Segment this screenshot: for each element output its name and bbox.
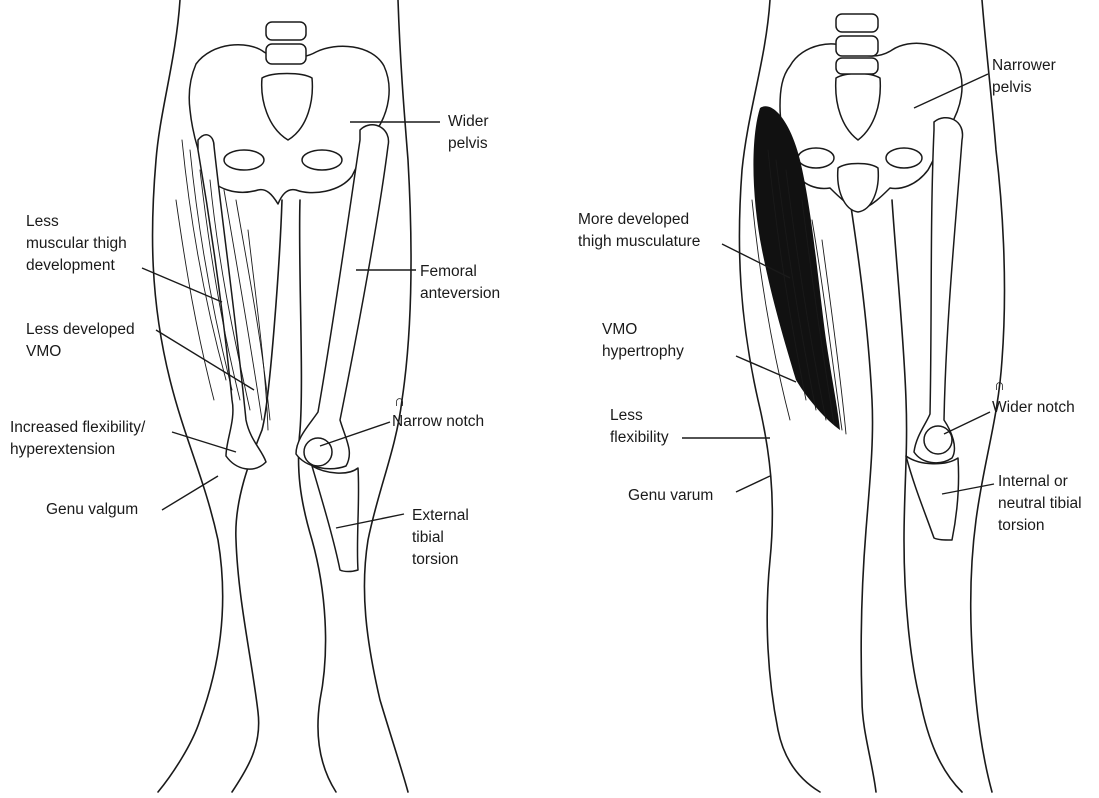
label-wider-pelvis-2: pelvis [448,135,488,152]
female-obturator-right [302,150,342,170]
notch-symbol-left: ∩ [394,393,405,410]
male-obturator-left [798,148,834,168]
label-vmo-hypertrophy-1: VMO [602,321,637,338]
label-femoral-anteversion-1: Femoral [420,263,477,280]
female-obturator-left [224,150,264,170]
leader-genu-varum [736,476,770,492]
label-genu-varum: Genu varum [628,487,713,504]
leader-vmo-hypertrophy [736,356,796,382]
female-patella [304,438,332,466]
male-pubis [838,164,879,213]
male-vertebra-1 [836,14,878,32]
female-figure [153,0,412,792]
label-internal-tibial-torsion-1: Internal or [998,473,1068,490]
label-external-tibial-torsion-2: tibial [412,529,444,546]
label-less-developed-vmo-2: VMO [26,343,61,360]
label-vmo-hypertrophy-2: hypertrophy [602,343,684,360]
label-more-developed-thigh-2: thigh musculature [578,233,700,250]
leader-wider-notch [944,412,990,434]
label-external-tibial-torsion-1: External [412,507,469,524]
female-vertebra-2 [266,44,306,64]
label-increased-flexibility-1: Increased flexibility/ [10,419,146,436]
male-right-tibia [906,456,959,540]
label-genu-valgum: Genu valgum [46,501,138,518]
label-femoral-anteversion-2: anteversion [420,285,500,302]
notch-symbol-right: ∩ [994,377,1005,394]
label-thigh-development-1: Less [26,213,59,230]
label-less-flexibility-1: Less [610,407,643,424]
male-patella [924,426,952,454]
label-narrow-notch: Narrow notch [392,413,484,430]
leader-increased-flexibility [172,432,236,452]
label-thigh-development-3: development [26,257,115,274]
label-increased-flexibility-2: hyperextension [10,441,115,458]
label-narrower-pelvis-1: Narrower [992,57,1056,74]
male-obturator-right [886,148,922,168]
female-right-tibia [312,466,359,572]
label-wider-pelvis-1: Wider [448,113,488,130]
label-internal-tibial-torsion-3: torsion [998,517,1045,534]
label-internal-tibial-torsion-2: neutral tibial [998,495,1082,512]
label-less-developed-vmo-1: Less developed [26,321,135,338]
label-external-tibial-torsion-3: torsion [412,551,459,568]
male-vertebra-3 [836,58,878,74]
male-vertebra-2 [836,36,878,56]
male-figure [739,0,1004,792]
label-thigh-development-2: muscular thigh [26,235,127,252]
label-narrower-pelvis-2: pelvis [992,79,1032,96]
label-wider-notch: Wider notch [992,399,1075,416]
label-less-flexibility-2: flexibility [610,429,669,446]
female-vertebra-1 [266,22,306,40]
label-more-developed-thigh-1: More developed [578,211,689,228]
